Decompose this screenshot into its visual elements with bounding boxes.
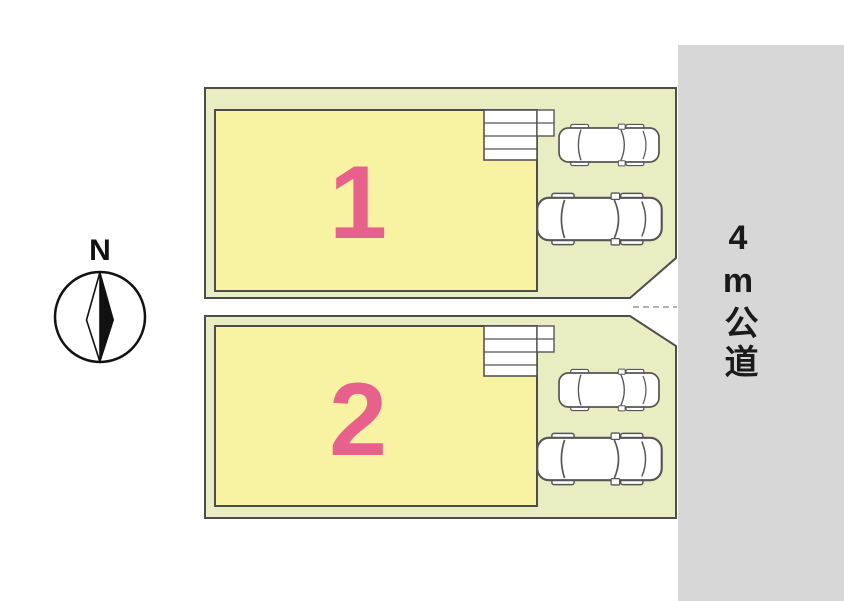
compass-north-label: N bbox=[89, 234, 111, 267]
car-icon-lot2-compact bbox=[558, 368, 660, 412]
compass-icon: N bbox=[53, 234, 147, 364]
compass-needle-light bbox=[85, 271, 101, 363]
lot-2-number: 2 bbox=[329, 362, 387, 478]
lot-1-number: 1 bbox=[329, 145, 387, 261]
car-icon-lot1-compact bbox=[558, 123, 660, 167]
road-label: 4m公道 bbox=[719, 219, 757, 383]
car-icon-lot2-large bbox=[536, 432, 663, 486]
car-icon-lot1-large bbox=[536, 192, 663, 246]
road-area bbox=[678, 45, 844, 601]
